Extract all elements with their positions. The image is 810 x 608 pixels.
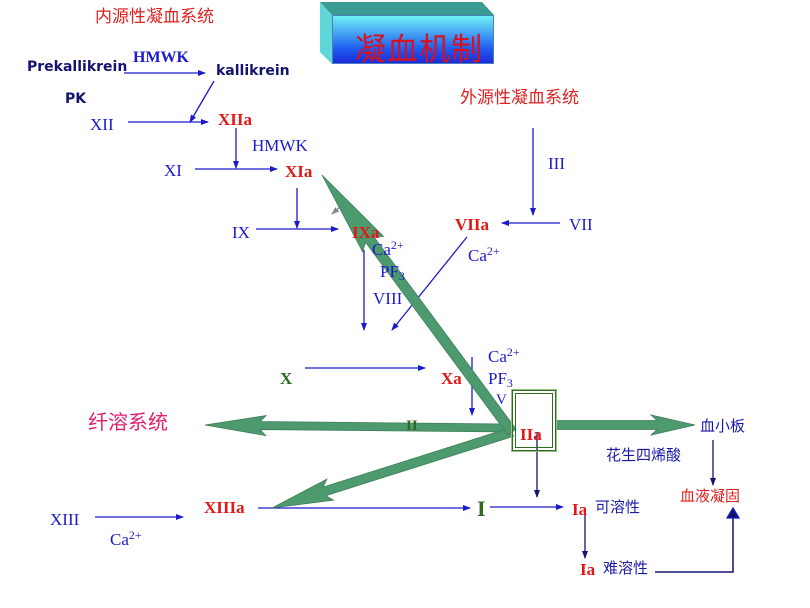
prekallikrein-label: Prekallikrein [27, 59, 128, 75]
factor-viia: VIIa [455, 215, 490, 234]
factor-vii: VII [569, 215, 593, 234]
factor-xa: Xa [441, 369, 462, 388]
calcium-label-4: Ca2+ [110, 528, 142, 549]
factor-xii: XII [90, 115, 114, 134]
kallikrein-label: kallikrein [216, 63, 290, 79]
pf3-label-1: PF3 [380, 262, 405, 283]
extrinsic-system-heading: 外源性凝血系统 [460, 88, 579, 107]
platelet-label: 血小板 [700, 419, 746, 435]
calcium-label-1: Ca2+ [372, 238, 404, 259]
title-banner: 凝血机制 [320, 2, 494, 68]
thrombin-to-xiiia-arrow [271, 427, 514, 509]
factor-xia: XIa [285, 162, 313, 181]
fibrinolysis-label: 纤溶系统 [88, 412, 168, 434]
calcium-label-2: Ca2+ [468, 244, 500, 265]
arachidonic-acid-label: 花生四烯酸 [606, 448, 682, 464]
factor-x: X [280, 369, 293, 388]
pf3-label-2: PF3 [488, 369, 513, 390]
reaction-arrow [391, 236, 468, 331]
soluble-label: 可溶性 [595, 500, 641, 516]
calcium-label-3: Ca2+ [488, 345, 520, 366]
pk-label: PK [65, 91, 87, 107]
factor-xiiia: XIIIa [204, 498, 245, 517]
blood-coagulation-label: 血液凝固 [680, 489, 741, 505]
factor-iia: IIa [520, 425, 542, 444]
factor-ia-insoluble: Ia [580, 560, 596, 579]
factor-viii: VIII [373, 289, 403, 308]
factor-xiia: XIIa [218, 110, 253, 129]
factor-iii: III [548, 154, 565, 173]
thrombin-feedback-arrow [321, 174, 517, 436]
thrombin-box [511, 389, 557, 452]
factor-ii: II [406, 418, 418, 434]
factor-xi: XI [164, 161, 182, 180]
page-title: 凝血机制 [355, 32, 483, 68]
factor-i: I [477, 496, 486, 521]
hmwk-label: HMWK [133, 49, 189, 66]
factor-v: V [496, 392, 507, 408]
insoluble-to-coagulation-connector [655, 518, 734, 573]
factor-ixa: IXa [352, 223, 380, 242]
factor-ia-soluble: Ia [572, 500, 588, 519]
insoluble-label: 难溶性 [603, 561, 649, 577]
reaction-arrow [189, 80, 215, 123]
arrowhead-icon [725, 506, 741, 519]
factor-xiii: XIII [50, 510, 80, 529]
intrinsic-system-heading: 内源性凝血系统 [95, 7, 214, 26]
thrombin-to-fibrinolysis-arrow [204, 415, 511, 437]
hmwk-label-2: HMWK [252, 136, 308, 155]
thrombin-to-platelet-arrow [555, 414, 696, 436]
factor-ix: IX [232, 223, 250, 242]
